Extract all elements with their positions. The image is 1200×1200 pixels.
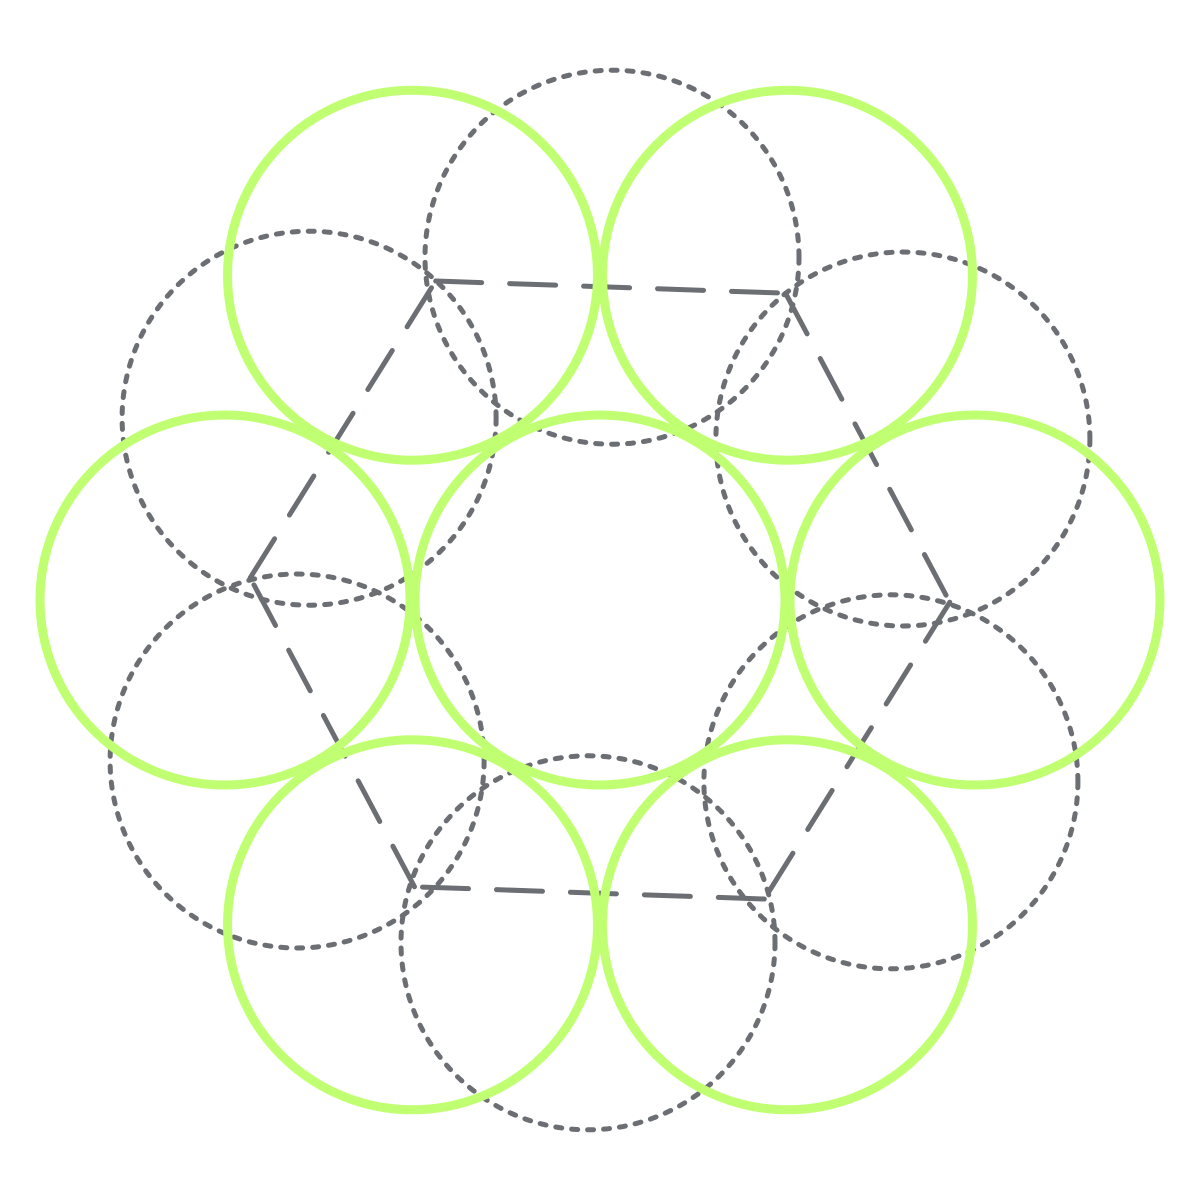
solid-circle-layer: [35, 85, 1165, 1115]
dashed-line: [247, 575, 417, 890]
dotted-circle-layer: [107, 67, 1093, 1133]
dotted-circle: [713, 249, 1093, 629]
outer-solid-circle: [223, 85, 602, 465]
outer-solid-circle: [223, 735, 602, 1115]
dashed-line: [247, 278, 439, 581]
dotted-circle: [422, 67, 802, 447]
outer-solid-circle: [785, 410, 1165, 790]
dotted-circle: [398, 753, 778, 1133]
dotted-circle: [701, 592, 1081, 972]
dotted-circle: [107, 571, 487, 951]
outer-solid-circle: [35, 410, 415, 790]
dotted-circle: [119, 228, 499, 608]
dashed-line: [412, 884, 767, 902]
dashed-line: [433, 278, 788, 296]
outer-solid-circle: [598, 735, 977, 1115]
outer-solid-circle: [598, 85, 977, 465]
center-solid-circle: [410, 410, 790, 790]
